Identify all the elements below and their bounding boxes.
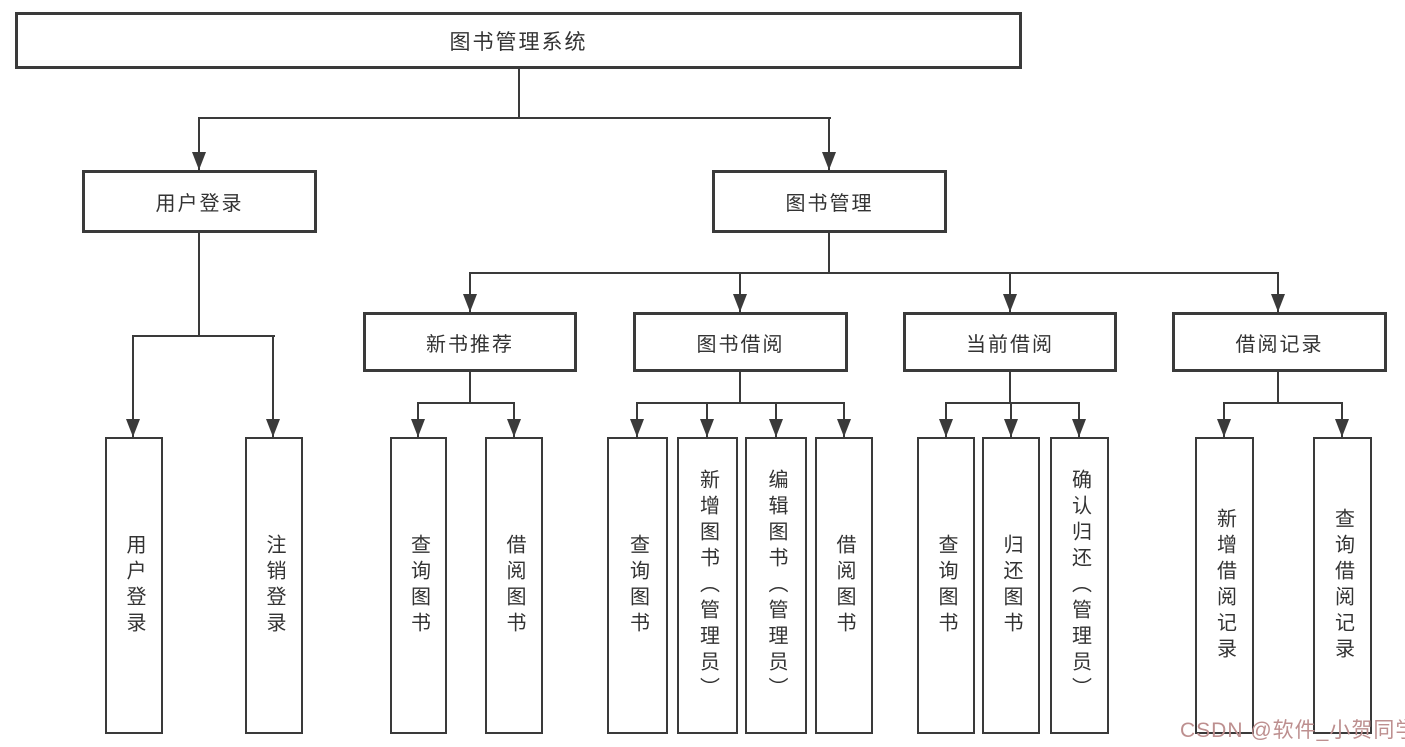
- node-label: 确认归还（管理员）: [1068, 468, 1091, 703]
- node-borrow-books: 借阅图书: [815, 437, 873, 734]
- arrow-down-icon: [630, 419, 644, 437]
- connector-line: [1277, 272, 1279, 312]
- node-label: 图书管理系统: [449, 30, 588, 54]
- connector-line: [417, 402, 515, 404]
- arrow-down-icon: [507, 419, 521, 437]
- connector-line: [828, 117, 830, 170]
- node-label: 当前借阅: [966, 333, 1054, 356]
- node-label: 新增借阅记录: [1213, 507, 1236, 664]
- node-label: 新增图书（管理员）: [696, 468, 719, 703]
- connector-line: [469, 272, 1279, 274]
- node-query-books-current: 查询图书: [917, 437, 975, 734]
- arrow-down-icon: [126, 419, 140, 437]
- connector-line: [132, 335, 275, 337]
- node-label: 新书推荐: [426, 333, 514, 356]
- arrow-down-icon: [266, 419, 280, 437]
- node-confirm-return-admin: 确认归还（管理员）: [1050, 437, 1109, 734]
- node-add-borrow-record: 新增借阅记录: [1195, 437, 1254, 734]
- arrow-down-icon: [1217, 419, 1231, 437]
- node-book-management: 图书管理: [712, 170, 947, 233]
- connector-line: [198, 233, 200, 337]
- node-return-books: 归还图书: [982, 437, 1040, 734]
- node-book-borrowing: 图书借阅: [633, 312, 848, 372]
- node-label: 用户登录: [123, 533, 145, 638]
- node-label: 编辑图书（管理员）: [765, 468, 787, 703]
- arrow-down-icon: [463, 294, 477, 312]
- node-label: 用户登录: [155, 193, 244, 215]
- connector-line: [739, 272, 741, 312]
- connector-line: [1009, 372, 1011, 404]
- node-borrow-books-recommend: 借阅图书: [485, 437, 543, 734]
- node-user-login: 用户登录: [82, 170, 317, 233]
- arrow-down-icon: [1072, 419, 1086, 437]
- arrow-down-icon: [1004, 419, 1018, 437]
- node-add-books-admin: 新增图书（管理员）: [677, 437, 738, 734]
- arrow-down-icon: [192, 152, 206, 170]
- node-label: 查询图书: [626, 533, 649, 638]
- connector-line: [636, 402, 845, 404]
- node-label: 查询借阅记录: [1331, 507, 1354, 664]
- connector-line: [1277, 372, 1279, 404]
- connector-line: [198, 117, 831, 119]
- node-current-borrowing: 当前借阅: [903, 312, 1117, 372]
- arrow-down-icon: [1271, 294, 1285, 312]
- arrow-down-icon: [411, 419, 425, 437]
- connector-line: [469, 372, 471, 404]
- node-edit-books-admin: 编辑图书（管理员）: [745, 437, 807, 734]
- connector-line: [828, 233, 830, 274]
- node-label: 图书借阅: [696, 333, 785, 356]
- connector-line: [945, 402, 1080, 404]
- node-library-system: 图书管理系统: [15, 12, 1022, 69]
- arrow-down-icon: [939, 419, 953, 437]
- node-label: 借阅图书: [503, 533, 525, 638]
- node-label: 借阅记录: [1235, 333, 1324, 356]
- node-label: 查询图书: [407, 533, 430, 638]
- arrow-down-icon: [822, 152, 836, 170]
- connector-line: [272, 335, 274, 437]
- connector-line: [1009, 272, 1011, 312]
- node-label: 图书管理: [785, 193, 874, 215]
- node-query-borrow-record: 查询借阅记录: [1313, 437, 1372, 734]
- arrow-down-icon: [1003, 294, 1017, 312]
- arrow-down-icon: [769, 419, 783, 437]
- node-query-books-recommend: 查询图书: [390, 437, 447, 734]
- node-label: 借阅图书: [833, 533, 855, 638]
- connector-line: [198, 117, 200, 170]
- connector-line: [132, 335, 134, 437]
- watermark: CSDN @软件_小贺同学: [1180, 719, 1405, 742]
- node-query-books-borrowing: 查询图书: [607, 437, 668, 734]
- node-new-book-recommend: 新书推荐: [363, 312, 577, 372]
- arrow-down-icon: [700, 419, 714, 437]
- connector-line: [1223, 402, 1343, 404]
- connector-line: [469, 272, 471, 312]
- node-label: 归还图书: [1000, 533, 1022, 638]
- node-label: 注销登录: [263, 533, 285, 638]
- connector-line: [739, 372, 741, 404]
- arrow-down-icon: [837, 419, 851, 437]
- arrow-down-icon: [1335, 419, 1349, 437]
- node-logout: 注销登录: [245, 437, 303, 734]
- connector-line: [518, 69, 520, 119]
- node-user-login-leaf: 用户登录: [105, 437, 163, 734]
- arrow-down-icon: [733, 294, 747, 312]
- node-label: 查询图书: [935, 533, 957, 638]
- node-borrow-records: 借阅记录: [1172, 312, 1387, 372]
